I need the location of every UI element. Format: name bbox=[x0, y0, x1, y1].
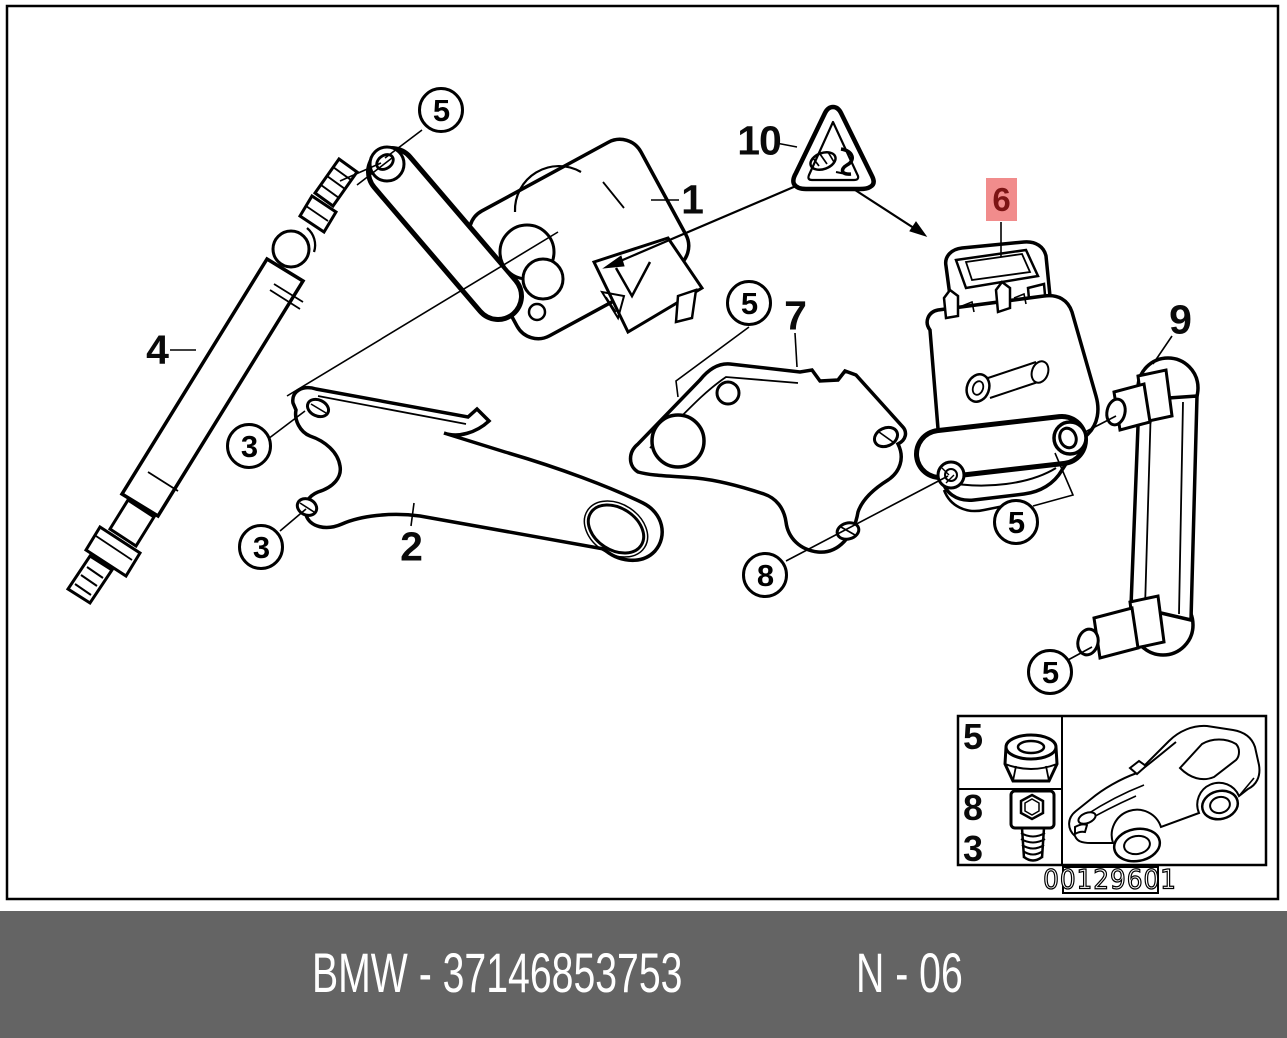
lock-nut-icon bbox=[1003, 733, 1059, 783]
warning-triangle-icon bbox=[791, 104, 876, 192]
callout-5-nut-arm: 5 bbox=[418, 87, 464, 133]
part-9-link bbox=[1076, 356, 1200, 660]
part-label-2: 2 bbox=[400, 523, 423, 570]
legend-box bbox=[956, 714, 1268, 894]
part-2-mounting-bracket bbox=[291, 386, 664, 562]
cap-screw-icon bbox=[1009, 789, 1056, 862]
footer-revision-code: N - 06 bbox=[856, 940, 963, 1004]
callout-8-screw: 8 bbox=[742, 552, 788, 598]
car-sketch bbox=[1068, 724, 1261, 863]
callout-5-nut-bottom: 5 bbox=[1027, 649, 1073, 695]
part-label-4: 4 bbox=[146, 326, 169, 373]
callout-5-nut-right: 5 bbox=[993, 499, 1039, 545]
pointer-arrows bbox=[602, 184, 928, 269]
part-label-7: 7 bbox=[784, 292, 807, 339]
legend-label-8: 8 bbox=[962, 787, 984, 828]
footer-part-number: BMW - 37146853753 bbox=[312, 940, 683, 1004]
highlighted-part-label-6: 6 bbox=[986, 178, 1017, 221]
crush-hazard-symbol bbox=[809, 147, 854, 176]
legend-label-5: 5 bbox=[962, 716, 984, 757]
part-label-10: 10 bbox=[737, 117, 782, 164]
arrow-right-head bbox=[909, 221, 928, 237]
part-6-level-sensor bbox=[914, 240, 1100, 513]
legend-label-3: 3 bbox=[962, 828, 984, 869]
image-number: 00129601 bbox=[1042, 864, 1177, 896]
arrow-left-head bbox=[602, 255, 625, 269]
callout-5-nut-mid: 5 bbox=[726, 280, 772, 326]
footer-bar: BMW - 37146853753 N - 06 bbox=[0, 911, 1287, 1038]
callout-3-screw-upper: 3 bbox=[226, 423, 272, 469]
leader-lines bbox=[170, 129, 1173, 661]
part-1-level-sensor bbox=[366, 137, 705, 341]
part-4-link-rod bbox=[65, 156, 360, 606]
image-number-plate bbox=[1062, 866, 1159, 894]
part-label-1: 1 bbox=[681, 176, 704, 223]
part-7-sensor-bracket bbox=[628, 362, 908, 554]
part-label-9: 9 bbox=[1169, 296, 1192, 343]
callout-3-screw-lower: 3 bbox=[238, 524, 284, 570]
